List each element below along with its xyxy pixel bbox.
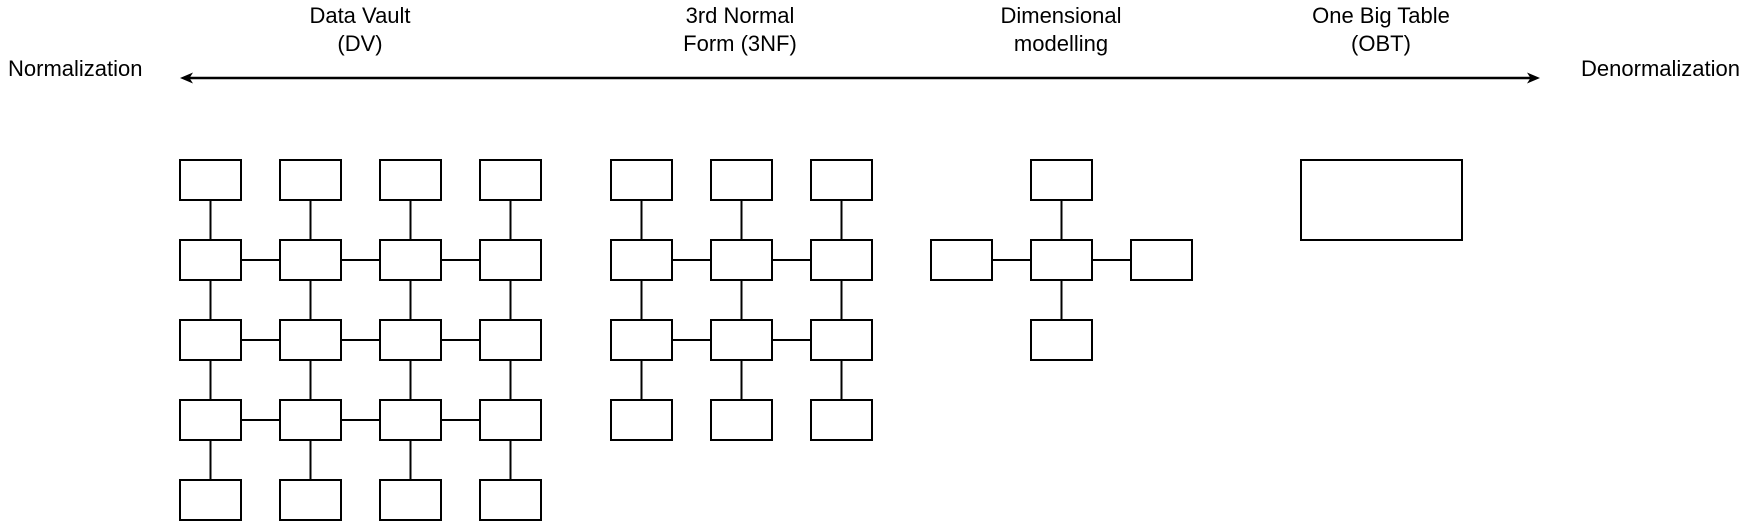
data-vault-table-box xyxy=(479,479,542,521)
dimensional-table-box xyxy=(1030,159,1093,201)
data-vault-label-line2: (DV) xyxy=(337,31,383,56)
data-vault-label: Data Vault (DV) xyxy=(309,2,410,58)
data-vault-table-box xyxy=(179,399,242,441)
3nf-table-box xyxy=(710,319,773,361)
data-vault-table-box xyxy=(479,159,542,201)
3nf-label-line2: Form (3NF) xyxy=(683,31,797,56)
dimensional-table-box xyxy=(1030,319,1093,361)
3nf-table-box xyxy=(710,239,773,281)
data-vault-table-box xyxy=(279,239,342,281)
data-vault-table-box xyxy=(279,399,342,441)
arrowhead-left-icon xyxy=(180,72,193,84)
3nf-table-box xyxy=(710,159,773,201)
data-vault-table-box xyxy=(279,319,342,361)
data-vault-table-box xyxy=(179,239,242,281)
3nf-label: 3rd Normal Form (3NF) xyxy=(683,2,797,58)
obt-table-box xyxy=(1300,159,1463,241)
3nf-table-box xyxy=(810,399,873,441)
dimensional-label-line2: modelling xyxy=(1013,31,1109,56)
dimensional-label-line1: Dimensional xyxy=(1000,3,1122,28)
3nf-table-box xyxy=(810,239,873,281)
obt-label: One Big Table (OBT) xyxy=(1312,2,1450,58)
obt-label-line1: One Big Table xyxy=(1312,3,1450,28)
data-vault-table-box xyxy=(279,159,342,201)
denormalization-label: Denormalization xyxy=(1581,56,1740,81)
3nf-table-box xyxy=(810,159,873,201)
dimensional-table-box xyxy=(1030,239,1093,281)
normalization-label: Normalization xyxy=(8,56,143,81)
obt-label-line2: (OBT) xyxy=(1351,31,1411,56)
3nf-table-box xyxy=(610,319,673,361)
data-vault-label-line1: Data Vault xyxy=(309,3,411,28)
3nf-table-box xyxy=(610,399,673,441)
data-vault-table-box xyxy=(379,239,442,281)
data-vault-table-box xyxy=(179,319,242,361)
data-vault-table-box xyxy=(379,399,442,441)
3nf-table-box xyxy=(610,159,673,201)
data-vault-table-box xyxy=(279,479,342,521)
data-vault-table-box xyxy=(479,239,542,281)
data-vault-table-box xyxy=(379,159,442,201)
dimensional-table-box xyxy=(930,239,993,281)
3nf-table-box xyxy=(610,239,673,281)
dimensional-label: Dimensional modelling xyxy=(1000,2,1121,58)
3nf-table-box xyxy=(810,319,873,361)
arrowhead-right-icon xyxy=(1527,72,1540,84)
data-vault-table-box xyxy=(379,479,442,521)
3nf-label-line1: 3rd Normal xyxy=(685,3,795,28)
data-vault-table-box xyxy=(179,479,242,521)
data-vault-table-box xyxy=(479,319,542,361)
3nf-table-box xyxy=(710,399,773,441)
data-vault-table-box xyxy=(179,159,242,201)
data-vault-table-box xyxy=(379,319,442,361)
data-vault-table-box xyxy=(479,399,542,441)
dimensional-table-box xyxy=(1130,239,1193,281)
